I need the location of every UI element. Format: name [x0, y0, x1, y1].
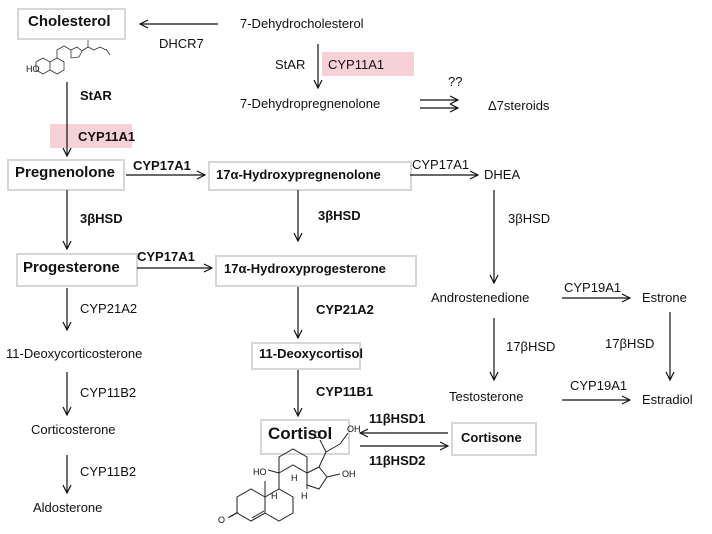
cort-o-label: O	[218, 515, 225, 525]
node-cholesterol: Cholesterol	[28, 13, 111, 30]
enzyme-17bhsd-a: 17βHSD	[506, 339, 556, 354]
hydroxypregnenolone-box	[208, 161, 412, 191]
enzyme-17bhsd-b: 17βHSD	[605, 336, 655, 351]
enzyme-3bhsd-c: 3βHSD	[508, 211, 551, 226]
enzyme-unknown: ??	[448, 74, 463, 89]
enzyme-cyp19a1-b: CYP19A1	[570, 378, 628, 393]
node-aldosterone: Aldosterone	[33, 500, 103, 515]
cyp11a1-highlight-left	[50, 124, 132, 148]
cort-ho-label: HO	[253, 467, 267, 477]
node-11-deoxycortisol: 11-Deoxycortisol	[259, 346, 364, 361]
node-17-hydroxyprogesterone: 17α-Hydroxyprogesterone	[224, 261, 386, 276]
cort-h-label-3: H	[301, 491, 308, 501]
enzyme-cyp17a1-c: CYP17A1	[137, 249, 195, 264]
node-dhea: DHEA	[484, 167, 521, 182]
cort-oh-label-1: OH	[342, 469, 356, 479]
enzyme-cyp17a1-a: CYP17A1	[133, 158, 191, 173]
cort-h-label-2: H	[271, 491, 278, 501]
enzyme-3bhsd-b: 3βHSD	[318, 208, 361, 223]
enzyme-cyp21a2-a: CYP21A2	[80, 301, 138, 316]
node-estradiol: Estradiol	[642, 392, 693, 407]
enzyme-cyp11b2-b: CYP11B2	[80, 464, 137, 479]
cyp11a1-highlight-top	[322, 52, 414, 76]
cort-o2-label: O	[314, 430, 321, 440]
node-7-dehydropregnenolone: 7-Dehydropregnenolone	[240, 96, 381, 111]
node-progesterone: Progesterone	[23, 259, 120, 276]
enzyme-cyp11a1-left: CYP11A1	[78, 129, 136, 144]
node-androstenedione: Androstenedione	[431, 290, 530, 305]
node-pregnenolone: Pregnenolone	[15, 164, 116, 181]
enzyme-cyp11b1: CYP11B1	[316, 384, 374, 399]
enzyme-star-top: StAR	[275, 57, 306, 72]
node-corticosterone: Corticosterone	[31, 422, 116, 437]
cort-h-label-1: H	[291, 473, 298, 483]
node-cortisone: Cortisone	[461, 430, 522, 445]
enzyme-cyp21a2-b: CYP21A2	[316, 302, 374, 317]
node-d7steroids: Δ7steroids	[488, 98, 550, 113]
chol-ho-label: HO	[26, 64, 40, 74]
node-testosterone: Testosterone	[449, 389, 524, 404]
cortisone-box	[451, 422, 537, 456]
cortisol-box	[260, 419, 350, 455]
progesterone-box	[16, 253, 138, 287]
cort-oh-label-2: OH	[347, 424, 361, 434]
enzyme-11bhsd1: 11βHSD1	[369, 411, 426, 426]
enzyme-3bhsd-a: 3βHSD	[80, 211, 123, 226]
node-cortisol: Cortisol	[268, 424, 333, 443]
enzyme-11bhsd2: 11βHSD2	[369, 453, 426, 468]
enzyme-cyp19a1-a: CYP19A1	[564, 280, 622, 295]
deoxycortisol-box	[251, 342, 361, 370]
enzyme-cyp17a1-b: CYP17A1	[412, 157, 470, 172]
cholesterol-structure	[35, 40, 111, 75]
node-7-dehydrocholesterol: 7-Dehydrocholesterol	[240, 16, 364, 31]
hydroxyprogesterone-box	[215, 255, 417, 287]
enzyme-cyp11b2-a: CYP11B2	[80, 385, 137, 400]
node-17-hydroxypregnenolone: 17α-Hydroxypregnenolone	[216, 167, 381, 182]
pregnenolone-box	[7, 159, 125, 191]
enzyme-dhcr7: DHCR7	[159, 36, 204, 51]
enzyme-star-left: StAR	[80, 88, 112, 103]
node-estrone: Estrone	[642, 290, 687, 305]
cholesterol-box	[17, 8, 126, 40]
cortisol-structure	[227, 432, 349, 522]
node-11-deoxycorticosterone: 11-Deoxycorticosterone	[6, 346, 143, 361]
enzyme-cyp11a1-top: CYP11A1	[328, 57, 385, 72]
